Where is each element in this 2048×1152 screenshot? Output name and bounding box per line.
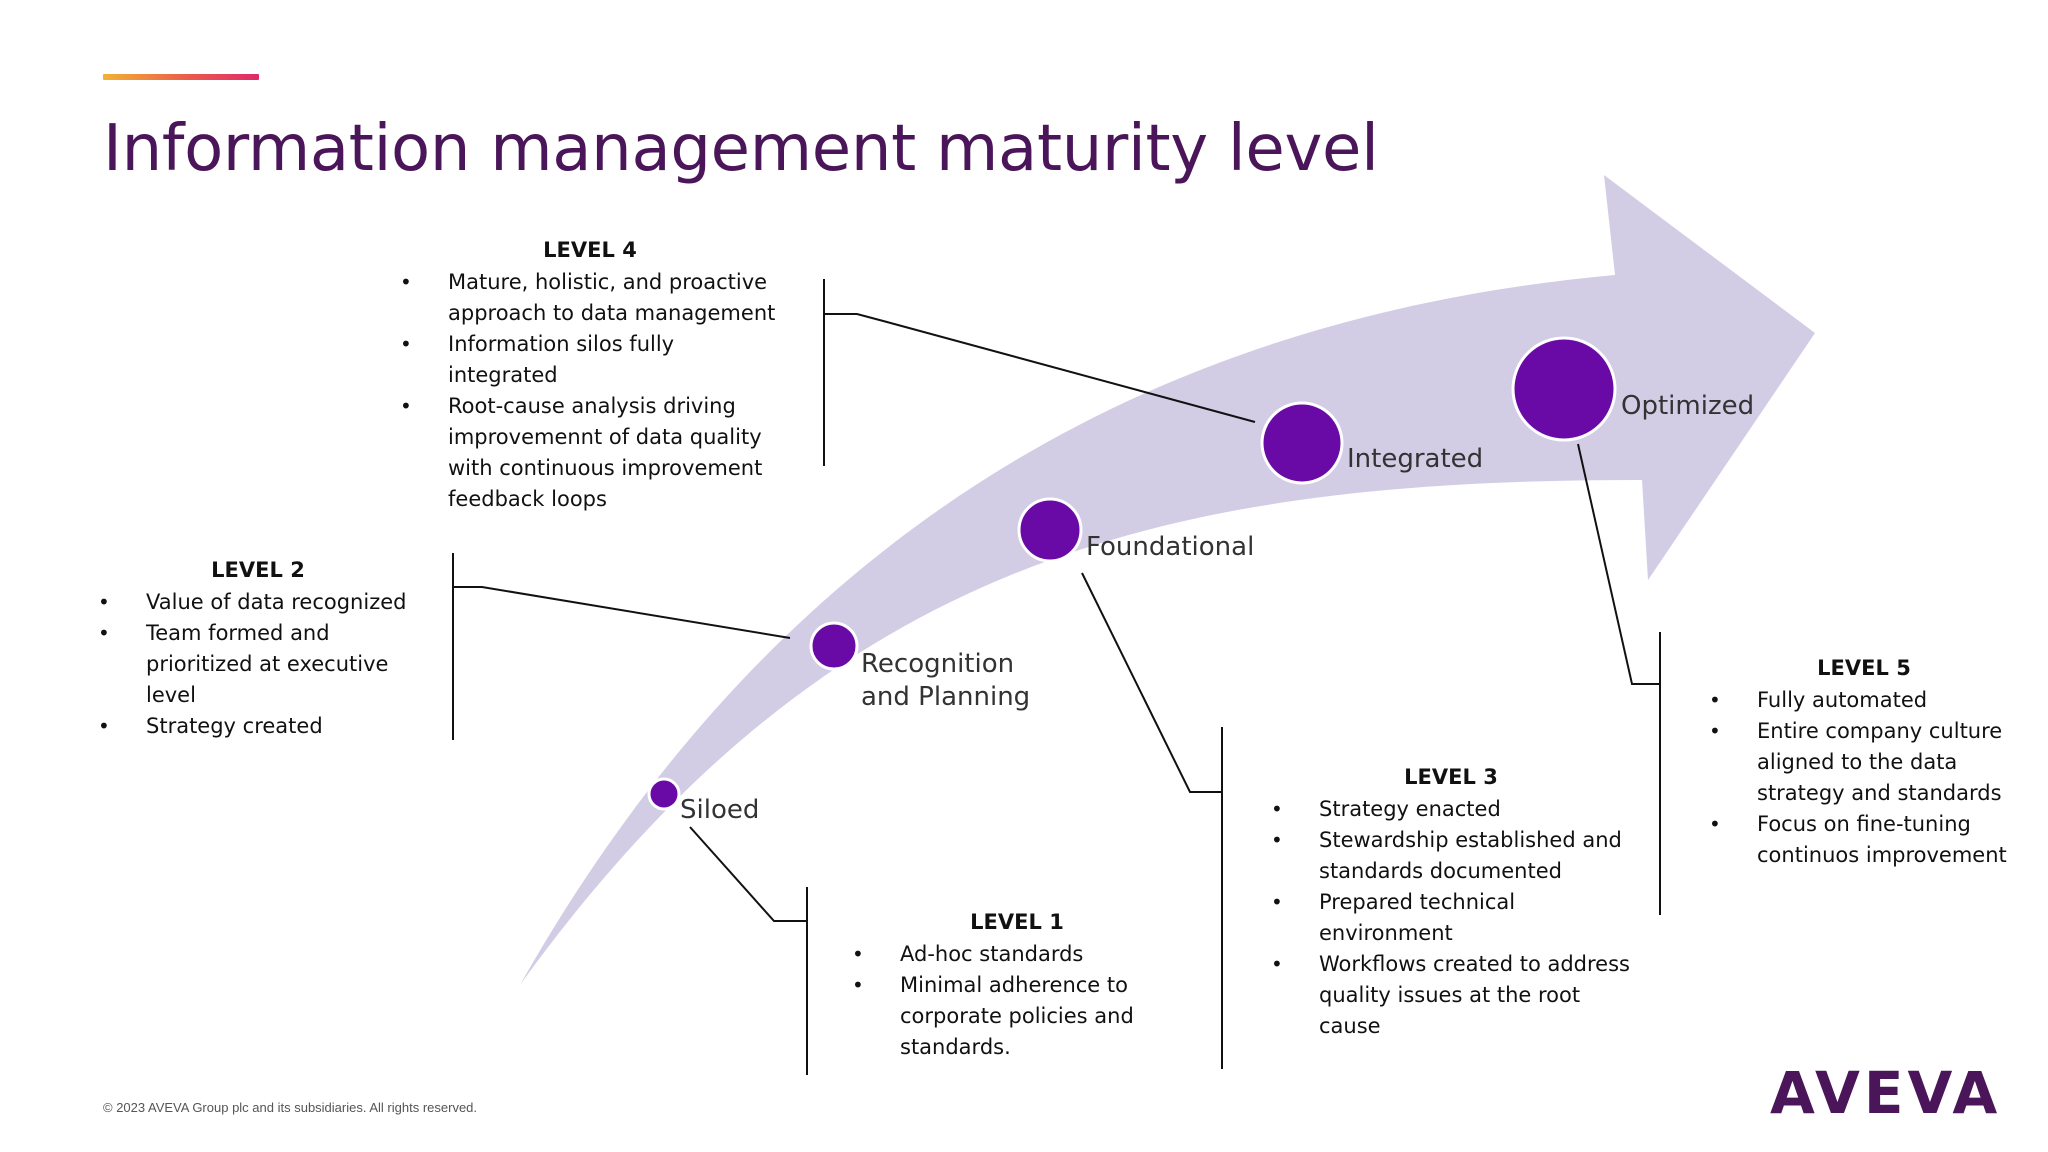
level-3-item: Workflows created to address quality iss… [1271,949,1631,1042]
page-title: Information management maturity level [103,112,1379,186]
maturity-arrow [520,175,1815,985]
stage-node-optimized [1511,336,1617,442]
stage-label-siloed: Siloed [680,795,760,825]
level-4-box: LEVEL 4 Mature, holistic, and proactive … [400,236,780,515]
level-4-title: LEVEL 4 [543,238,637,262]
level-2-item: Value of data recognized [98,587,418,618]
aveva-logo: AVEVA [1770,1059,2002,1127]
level-2-item: Team formed and prioritized at executive… [98,618,418,711]
stage-label-optimized: Optimized [1621,391,1755,421]
level-3-title: LEVEL 3 [1404,765,1498,789]
level-2-title: LEVEL 2 [211,558,305,582]
connector-level-4 [824,313,1256,423]
level-5-item: Entire company culture aligned to the da… [1709,716,2019,809]
level-3-box: LEVEL 3 Strategy enacted Stewardship est… [1271,763,1631,1042]
level-5-item: Fully automated [1709,685,2019,716]
level-4-item: Root-cause analysis driving improvemennt… [400,391,780,515]
stage-node-recognition [809,621,859,671]
level-4-item: Information silos fully integrated [400,329,780,391]
level-1-item: Ad-hoc standards [852,939,1182,970]
level-3-item: Prepared technical environment [1271,887,1631,949]
stage-label-integrated: Integrated [1347,444,1484,474]
stage-label-foundational: Foundational [1086,532,1255,562]
stage-node-siloed [647,777,681,811]
connector-level-3 [1081,572,1222,793]
connector-level-1 [689,826,807,922]
level-3-item: Strategy enacted [1271,794,1631,825]
connector-level-5 [1577,443,1660,685]
level-2-box: LEVEL 2 Value of data recognized Team fo… [98,556,418,742]
connector-level-2 [453,586,791,639]
level-5-item: Focus on fine-tuning continuos improveme… [1709,809,2019,871]
level-5-box: LEVEL 5 Fully automated Entire company c… [1709,654,2019,871]
level-1-title: LEVEL 1 [970,910,1064,934]
level-4-item: Mature, holistic, and proactive approach… [400,267,780,329]
level-1-box: LEVEL 1 Ad-hoc standards Minimal adheren… [852,908,1182,1063]
stage-node-foundational [1017,497,1083,563]
level-3-item: Stewardship established and standards do… [1271,825,1631,887]
copyright-footer: © 2023 AVEVA Group plc and its subsidiar… [103,1100,478,1115]
level-2-item: Strategy created [98,711,418,742]
accent-bar [103,74,259,80]
stage-label-recognition: Recognition and Planning [861,649,1031,712]
level-5-title: LEVEL 5 [1817,656,1911,680]
stage-node-integrated [1260,401,1344,485]
level-1-item: Minimal adherence to corporate policies … [852,970,1182,1063]
